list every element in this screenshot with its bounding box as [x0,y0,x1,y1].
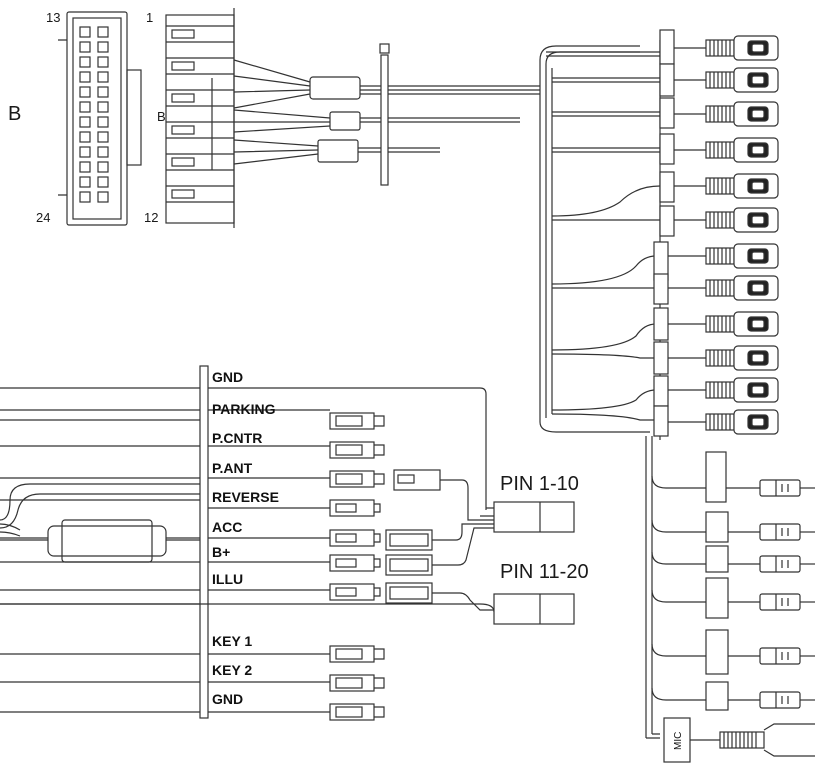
wire-label-pant: P.ANT [212,460,253,476]
aux-plug-row [651,451,815,503]
aux-plug-row [651,577,815,619]
main-harness [0,365,487,719]
rca-cable-row [551,405,779,437]
wire-label-gnd: GND [212,369,243,385]
terminal-key2 [329,674,385,692]
connector-b-side [165,8,235,228]
pin-label-24: 24 [36,210,50,225]
connector-face-label: B [157,109,166,124]
wire-label-reverse: REVERSE [212,489,279,505]
terminal-parking [329,412,385,430]
connector-b-face [58,11,142,226]
terminal-key1 [329,645,385,663]
rca-cable-row [546,29,779,65]
connector-side-label: B [8,103,21,125]
rca-cable-row [551,241,779,285]
rca-cable-row [552,63,779,97]
rca-cable-row [552,205,779,237]
terminal-acc [329,529,381,547]
mic-label: MIC [673,732,684,750]
aux-plug-row [651,681,815,711]
wire-label-illu: ILLU [212,571,243,587]
pin-1-10-label: PIN 1-10 [500,473,579,495]
wire-label-bplus: B+ [212,544,230,560]
rca-cable-row [551,375,779,411]
aux-connector-branch [645,436,815,763]
pin-label-13: 13 [46,10,60,25]
rca-cable-row [552,97,779,129]
wire-label-key2: KEY 2 [212,662,252,678]
wire-label-key1: KEY 1 [212,633,252,649]
aux-plug-row [651,545,815,573]
terminal-illu [329,583,381,601]
wire-label-pcntr: P.CNTR [212,430,262,446]
connector-b-pin-grid [79,26,109,203]
wire-label-gnd-2: GND [212,691,243,707]
rca-trunk [539,40,661,440]
terminal-pcntr [329,441,385,459]
rca-cables [546,29,779,437]
rca-cable-row [552,133,779,165]
pin-11-20-plug [493,593,575,625]
aux-plug-row [651,629,815,675]
terminal-bplus [329,554,381,572]
terminal-reverse [329,499,381,517]
connector-harness-wires [233,43,540,186]
pin-11-20-label: PIN 11-20 [500,561,589,583]
mic-plug [663,717,815,763]
pin-label-12: 12 [144,210,158,225]
harness-terminals [329,412,385,721]
aux-plug-row [651,511,815,543]
pin-label-1: 1 [146,10,153,25]
mating-terminals [0,469,495,613]
rca-cable-row [552,273,779,305]
terminal-gnd2 [329,703,385,721]
pin-1-10-plug [493,501,575,533]
rca-cable-row [551,171,779,217]
wire-label-acc: ACC [212,519,242,535]
rca-cable-row [551,307,779,351]
terminal-pant [329,470,385,488]
rca-cable-row [551,341,779,375]
wire-label-parking: PARKING [212,401,276,417]
